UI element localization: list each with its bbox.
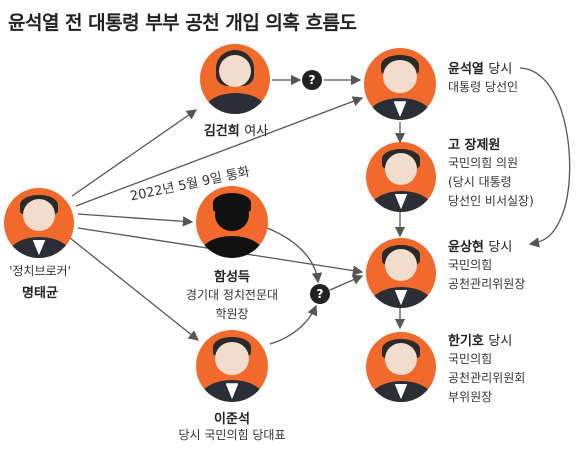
name-lee-junseok: 이준석 <box>214 412 250 427</box>
arrow-myung-to-kim <box>71 109 198 197</box>
diagram-title: 윤석열 전 대통령 부부 공천 개입 의혹 흐름도 <box>8 12 357 34</box>
name-han-giho: 한기호 <box>448 334 484 349</box>
name-myung-taegyun: 명태균 <box>22 286 58 301</box>
desc-lee-junseok: 당시 국민의힘 당대표 <box>178 428 286 442</box>
portrait-jang-jewon <box>366 142 436 212</box>
portrait-han-giho <box>366 332 436 402</box>
arrow-lee-to-q2 <box>269 304 318 345</box>
desc-han-giho: 국민의힘 공천관리위원회 부위원장 <box>448 352 526 404</box>
desc-yoon-sanghyun: 국민의힘 공천관리위원장 <box>448 258 526 291</box>
portrait-ham-seongdeuk <box>196 186 268 258</box>
portrait-yoon-sukyeol <box>364 48 436 120</box>
desc-jang-jewon: 국민의힘 의원 (당시 대통령 당선인 비서실장) <box>448 156 534 208</box>
desc-ham-seongdeuk: 경기대 정치전문대 학원장 <box>185 288 279 321</box>
name-yoon-sukyeol: 윤석열 <box>448 62 484 77</box>
desc-yoon-sukyeol: 대통령 당선인 <box>448 80 519 94</box>
arrow-myung-to-lee <box>69 237 200 341</box>
unknown-marker-2: ? <box>310 284 330 304</box>
label-han-giho: 한기호 당시 <box>448 330 512 349</box>
arrow-ham-to-q2 <box>261 225 323 284</box>
role-kim-keonhee: 여사 <box>244 124 269 139</box>
name-yoon-sanghyun: 윤상현 <box>448 240 484 255</box>
name-jang-jewon: 고 장제원 <box>448 138 501 153</box>
role-yoon-sanghyun: 당시 <box>488 240 513 255</box>
portrait-myung-taegyun <box>4 188 74 258</box>
role-han-giho: 당시 <box>488 334 513 349</box>
unknown-marker-1: ? <box>302 70 322 90</box>
label-kim-keonhee: 김건희 여사 <box>196 120 276 139</box>
label-yoon-sukyeol: 윤석열 당시 <box>448 58 512 77</box>
portrait-lee-junseok <box>196 330 268 402</box>
name-kim-keonhee: 김건희 <box>203 124 240 139</box>
nickname-myung-taegyun: '정치브로커' <box>9 264 71 278</box>
label-yoon-sanghyun: 윤상현 당시 <box>448 236 512 255</box>
arrow-yoon-to-yoonsh-curve <box>519 67 571 248</box>
arrow-myung-to-ham <box>77 213 194 227</box>
role-yoon-sukyeol: 당시 <box>488 62 513 77</box>
arrow-myung-to-yoon <box>75 96 364 207</box>
portrait-yoon-sanghyun <box>366 238 436 308</box>
portrait-kim-keonhee <box>200 44 270 114</box>
name-ham-seongdeuk: 함성득 <box>214 270 250 285</box>
arrow-q2-to-yoonsh <box>329 274 364 291</box>
